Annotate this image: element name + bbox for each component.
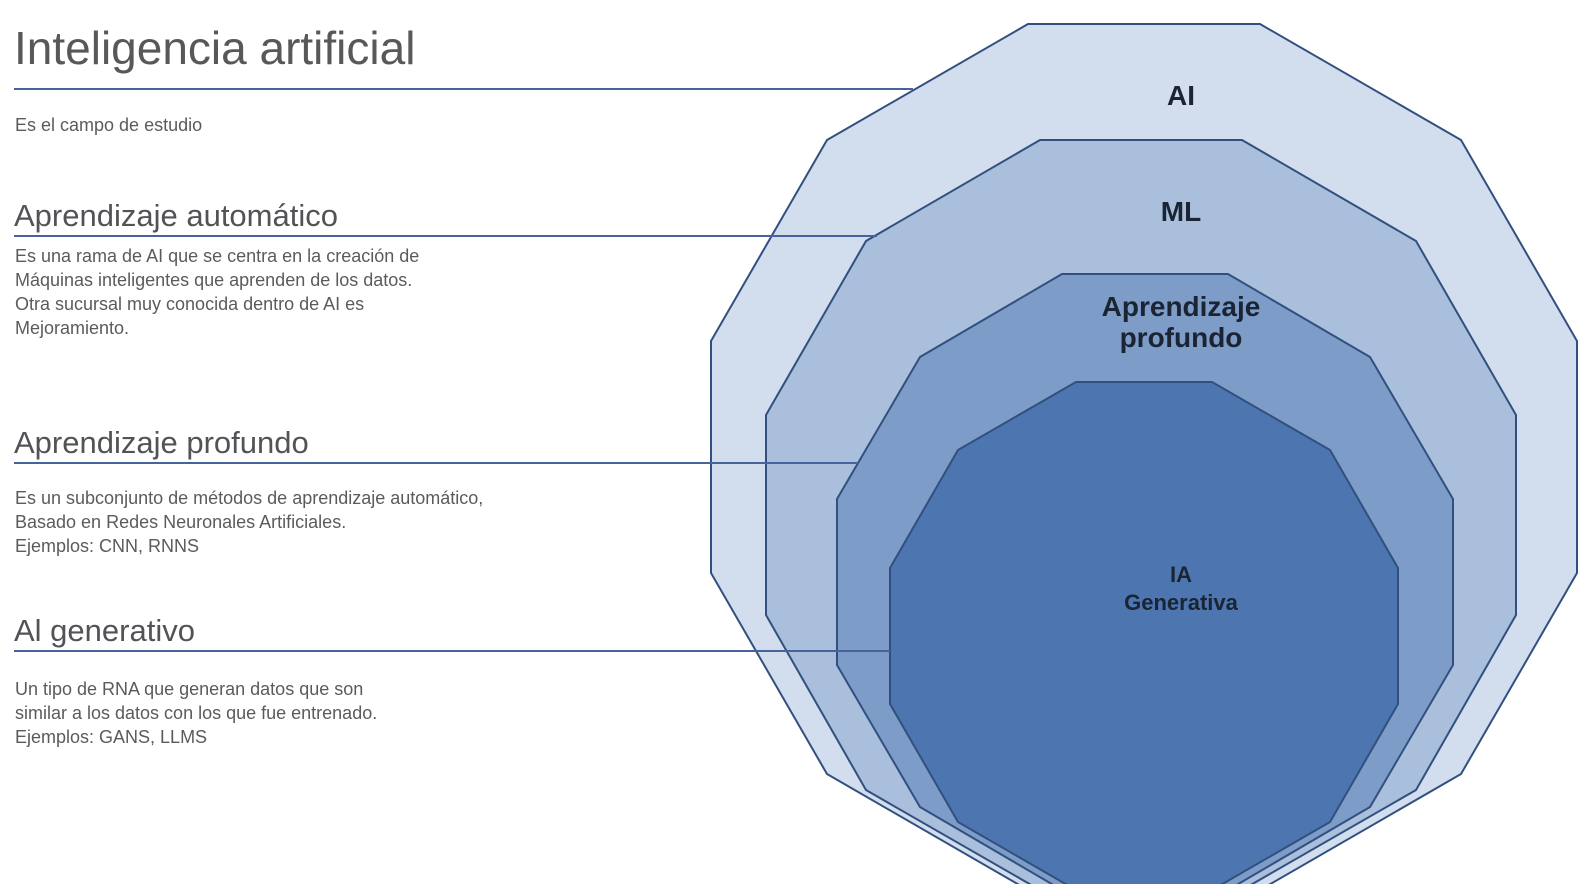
section-description-ml: Es una rama de AI que se centra en la cr… [15,246,420,338]
polygon-label-generative-ai: IA Generativa [1124,562,1238,615]
section-heading-ai: Inteligencia artificial [14,22,416,74]
polygon-label-deep-learning: Aprendizaje profundo [1101,291,1261,353]
section-heading-generative-ai: Al generativo [14,613,195,648]
section-description-ai: Es el campo de estudio [15,115,203,135]
section-description-generative-ai: Un tipo de RNA que generan datos que son… [15,679,378,747]
polygon-layer-generative-ai [889,381,1399,884]
polygon-label-ml: ML [1160,196,1202,227]
section-heading-ml: Aprendizaje automático [14,198,338,233]
section-description-deep-learning: Es un subconjunto de métodos de aprendiz… [15,488,484,556]
section-heading-deep-learning: Aprendizaje profundo [14,425,309,460]
polygon-label-ai: AI [1167,80,1195,111]
